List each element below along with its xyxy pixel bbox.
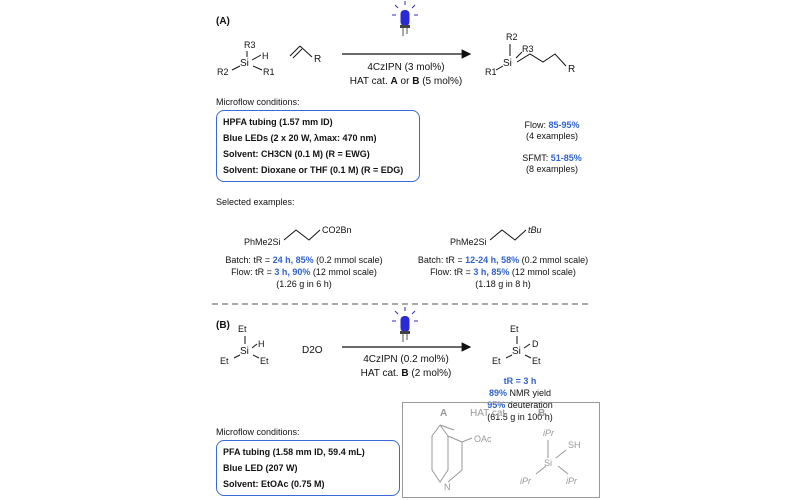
svg-text:R2: R2 bbox=[217, 67, 229, 77]
svg-text:PhMe2Si: PhMe2Si bbox=[450, 237, 487, 247]
panel-b-tr: tR = 3 h bbox=[504, 376, 537, 386]
panel-b-microflow-title: Microflow conditions: bbox=[216, 427, 300, 437]
panel-b-conditions-box: PFA tubing (1.58 mm ID, 59.4 mL) Blue LE… bbox=[216, 440, 400, 496]
ex1-batch: Batch: tR = 24 h, 85% (0.2 mmol scale) bbox=[225, 255, 383, 265]
panel-a-conditions-box: HPFA tubing (1.57 mm ID) Blue LEDs (2 x … bbox=[216, 110, 420, 182]
hat-catalyst-a-structure bbox=[431, 424, 473, 483]
ex1-flow: Flow: tR = 3 h, 90% (12 mmol scale) bbox=[231, 267, 377, 277]
sfmt-yield-text: SFMT: 51-85% bbox=[522, 153, 582, 163]
svg-text:R: R bbox=[314, 54, 321, 65]
ex2-amount: (1.18 g in 8 h) bbox=[475, 279, 531, 289]
svg-text:Si: Si bbox=[240, 58, 249, 69]
svg-text:Et: Et bbox=[220, 356, 229, 366]
ex2-batch: Batch: tR = 12-24 h, 58% (0.2 mmol scale… bbox=[417, 255, 589, 265]
hat-label-b: B bbox=[538, 408, 545, 419]
sfmt-examples-text: (8 examples) bbox=[526, 164, 578, 174]
flow-examples-text: (4 examples) bbox=[526, 131, 578, 141]
svg-text:CO2Bn: CO2Bn bbox=[322, 225, 352, 235]
svg-text:Si: Si bbox=[512, 346, 521, 357]
svg-text:R1: R1 bbox=[263, 67, 275, 77]
panel-b-nmr-yield: 89% NMR yield bbox=[489, 388, 551, 398]
ex1-amount: (1.26 g in 6 h) bbox=[276, 279, 332, 289]
hat-catalyst-b-structure bbox=[535, 440, 569, 475]
svg-text:SH: SH bbox=[568, 440, 581, 450]
blue-lamp-icon bbox=[392, 1, 418, 36]
oac-label: OAc bbox=[474, 434, 492, 444]
condition-line: HPFA tubing (1.57 mm ID) bbox=[223, 117, 333, 127]
panel-b-amount: (61.5 g in 100 h) bbox=[487, 412, 553, 422]
condition-line: PFA tubing (1.58 mm ID, 59.4 mL) bbox=[223, 447, 365, 457]
ex2-flow: Flow: tR = 3 h, 85% (12 mmol scale) bbox=[430, 267, 576, 277]
condition-line: Solvent: CH3CN (0.1 M) (R = EWG) bbox=[223, 149, 370, 159]
condition-line: Solvent: Dioxane or THF (0.1 M) (R = EDG… bbox=[223, 165, 404, 175]
svg-text:Si: Si bbox=[503, 58, 512, 69]
panel-a-label: (A) bbox=[216, 16, 230, 27]
svg-text:iPr: iPr bbox=[566, 476, 578, 486]
svg-text:Et: Et bbox=[532, 356, 541, 366]
svg-text:R1: R1 bbox=[485, 67, 497, 77]
svg-text:H: H bbox=[258, 339, 265, 349]
panel-b-deuteration: 95% deuteration bbox=[487, 400, 553, 410]
example-2-structure: PhMe2Si tBu bbox=[450, 225, 542, 247]
svg-text:R2: R2 bbox=[506, 32, 518, 42]
hat-label-a: A bbox=[440, 408, 447, 419]
svg-text:Et: Et bbox=[260, 356, 269, 366]
example-1-structure: PhMe2Si CO2Bn bbox=[244, 225, 352, 247]
panel-a-reagent-bottom: HAT cat. A or B (5 mol%) bbox=[350, 76, 462, 87]
condition-line: Blue LEDs (2 x 20 W, λmax: 470 nm) bbox=[223, 133, 377, 143]
svg-text:iPr: iPr bbox=[520, 476, 532, 486]
panel-b-label: (B) bbox=[216, 320, 230, 331]
svg-text:R3: R3 bbox=[244, 40, 256, 50]
d2o-reactant: D2O bbox=[302, 345, 323, 356]
svg-text:R3: R3 bbox=[522, 44, 534, 54]
flow-yield-text: Flow: 85-95% bbox=[524, 120, 579, 130]
panel-a-reagent-top: 4CzIPN (3 mol%) bbox=[367, 62, 444, 73]
panel-b-reagent-bottom: HAT cat. B (2 mol%) bbox=[361, 368, 452, 379]
condition-line: Blue LED (207 W) bbox=[223, 463, 298, 473]
triethylsilane-reactant: Et Si H Et Et bbox=[220, 324, 269, 366]
alkene-reactant: R bbox=[289, 45, 321, 65]
svg-text:PhMe2Si: PhMe2Si bbox=[244, 237, 281, 247]
panel-b-reagent-top: 4CzIPN (0.2 mol%) bbox=[363, 354, 449, 365]
svg-text:Si: Si bbox=[240, 346, 249, 357]
svg-text:D: D bbox=[532, 339, 539, 349]
blue-lamp-icon bbox=[392, 307, 418, 342]
hat-box-title: HAT cat. bbox=[470, 408, 508, 419]
condition-line: Solvent: EtOAc (0.75 M) bbox=[223, 479, 325, 489]
svg-text:Et: Et bbox=[238, 324, 247, 334]
nitrogen-label: N bbox=[444, 482, 451, 492]
panel-b-product: Et Si D Et Et bbox=[492, 324, 541, 366]
svg-text:Et: Et bbox=[492, 356, 501, 366]
svg-text:Si: Si bbox=[544, 458, 552, 468]
silane-reactant: R3 Si H R2 R1 bbox=[217, 40, 275, 77]
svg-text:H: H bbox=[262, 51, 269, 61]
hat-catalyst-box bbox=[402, 402, 600, 498]
svg-text:Et: Et bbox=[510, 324, 519, 334]
svg-text:tBu: tBu bbox=[528, 225, 542, 235]
svg-text:R: R bbox=[568, 64, 575, 75]
selected-examples-title: Selected examples: bbox=[216, 197, 295, 207]
svg-text:iPr: iPr bbox=[543, 428, 555, 438]
panel-a-microflow-title: Microflow conditions: bbox=[216, 97, 300, 107]
panel-a-product: R2 R3 Si R1 R bbox=[485, 32, 575, 77]
